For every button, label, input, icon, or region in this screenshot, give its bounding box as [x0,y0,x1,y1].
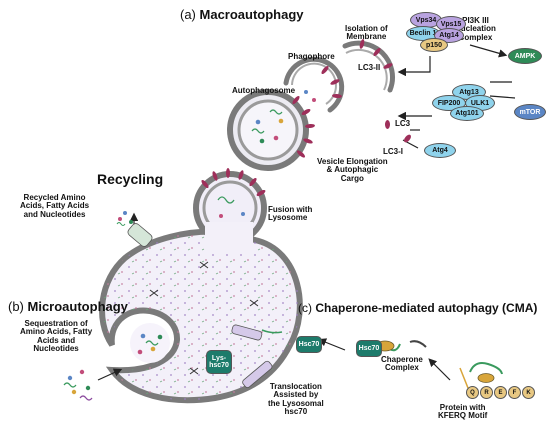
recycled-label: Recycled Amino Acids, Fatty Acids and Nu… [20,193,90,219]
fusion-line-1: Fusion with [268,205,313,214]
vesicle-line-1: Vesicle Elongation [317,157,388,166]
lys-hsc70-line-2: hsc70 [209,362,229,369]
kferq-f: F [508,386,521,399]
sequestration-label: Sequestration of Amino Acids, Fatty Acid… [20,319,93,354]
sequestration-line-1: Sequestration of [24,319,88,328]
autophagosome-lc3-markers [292,95,315,158]
vesicle-line-2: & Autophagic [326,165,379,175]
p150-molecule: p150 [420,38,448,52]
sequestration-line-3: Acids and [36,335,76,345]
chaperone-line-1: Chaperone [381,355,423,364]
kferq-k: K [522,386,535,399]
mtor-molecule: mTOR [514,104,546,120]
micro-free-cargo [63,369,93,401]
micro-vesicle [130,323,170,363]
scissor-icons [149,261,259,375]
kferq-motif: Q R E F K [466,386,535,399]
isolation-line-1: Isolation of [345,24,388,33]
cma-text: Chaperone-mediated autophagy (CMA) [315,301,538,315]
sequestration-line-4: Nucleotides [33,344,79,354]
protein-line-1: Protein with [439,403,486,412]
pi3k-line-3: Complex [458,32,493,42]
microautophagy-title: (b) Microautophagy [8,300,128,314]
cma-letter: (c) [298,301,312,315]
kferq-q: Q [466,386,479,399]
translocation-line-1: Translocation [269,382,322,391]
micro-letter: (b) [8,299,24,314]
recycling-transporter [127,223,153,247]
atg4-molecule: Atg4 [424,143,456,158]
fusion-line-2: Lysosome [268,213,308,223]
translocation-label: Translocation Assisted by the Lysosomal … [268,382,324,417]
micro-text: Microautophagy [27,299,128,314]
lc3-marker [385,120,390,129]
protein-label: Protein with KFERQ Motif [438,403,488,421]
kferq-r: R [480,386,493,399]
lc3-i-label: LC3-I [383,147,403,156]
lc3-ii-label: LC3-II [358,63,381,72]
hsc70-molecule-b: Hsc70 [356,340,382,357]
recycled-line-1: Recycled Amino [23,193,86,202]
recycling-title: Recycling [97,171,164,187]
chaperone-line-2: Complex [385,363,419,373]
translocation-line-2: Assisted by [273,390,319,400]
cma-title: (c) Chaperone-mediated autophagy (CMA) [298,302,537,315]
autophagosome-label: Autophagosome [232,86,296,95]
pi3k-label: PI3K III Nucleation Complex [455,16,496,42]
isolation-membrane [342,39,395,93]
macro-letter: (a) [180,7,196,22]
vesicle-label: Vesicle Elongation & Autophagic Cargo [317,157,388,183]
recycled-line-3: and Nucleotides [23,209,86,219]
fusing-autophagosome [193,171,267,252]
lc3-label: LC3 [395,119,411,128]
pi3k-line-1: PI3K III [462,16,489,25]
vesicle-line-3: Cargo [340,173,364,183]
ampk-molecule: AMPK [508,48,542,64]
hsc70-molecule-a: Hsc70 [296,336,322,353]
recycled-line-2: Acids, Fatty Acids [20,201,90,211]
pi3k-line-2: Nucleation [455,24,496,34]
macroautophagy-title: (a) Macroautophagy [180,8,304,22]
fusion-label: Fusion with Lysosome [268,205,313,223]
lysosome-main [99,228,303,404]
atg101-molecule: Atg101 [450,106,484,121]
translocation-line-4: hsc70 [284,407,308,417]
sequestration-line-2: Amino Acids, Fatty [20,327,93,337]
macro-text: Macroautophagy [199,7,304,22]
lys-hsc70-molecule: Lys- hsc70 [206,350,232,374]
lys-hsc70-line-1: Lys- [211,355,227,362]
isolation-label: Isolation of Membrane [345,24,388,42]
phagophore-label: Phagophore [288,52,335,61]
fusion-lc3-markers [201,168,266,197]
protein-line-2: KFERQ Motif [438,411,488,421]
lamp2a-receptor [231,324,283,388]
chaperone-complex-label: Chaperone Complex [381,355,423,373]
phagophore [283,56,345,113]
translocation-line-3: the Lysosomal [268,398,324,408]
recycled-cargo [116,211,133,226]
autophagosome [227,89,309,171]
kferq-protein-shape [459,362,503,389]
kferq-e: E [494,386,507,399]
isolation-line-2: Membrane [346,32,387,42]
